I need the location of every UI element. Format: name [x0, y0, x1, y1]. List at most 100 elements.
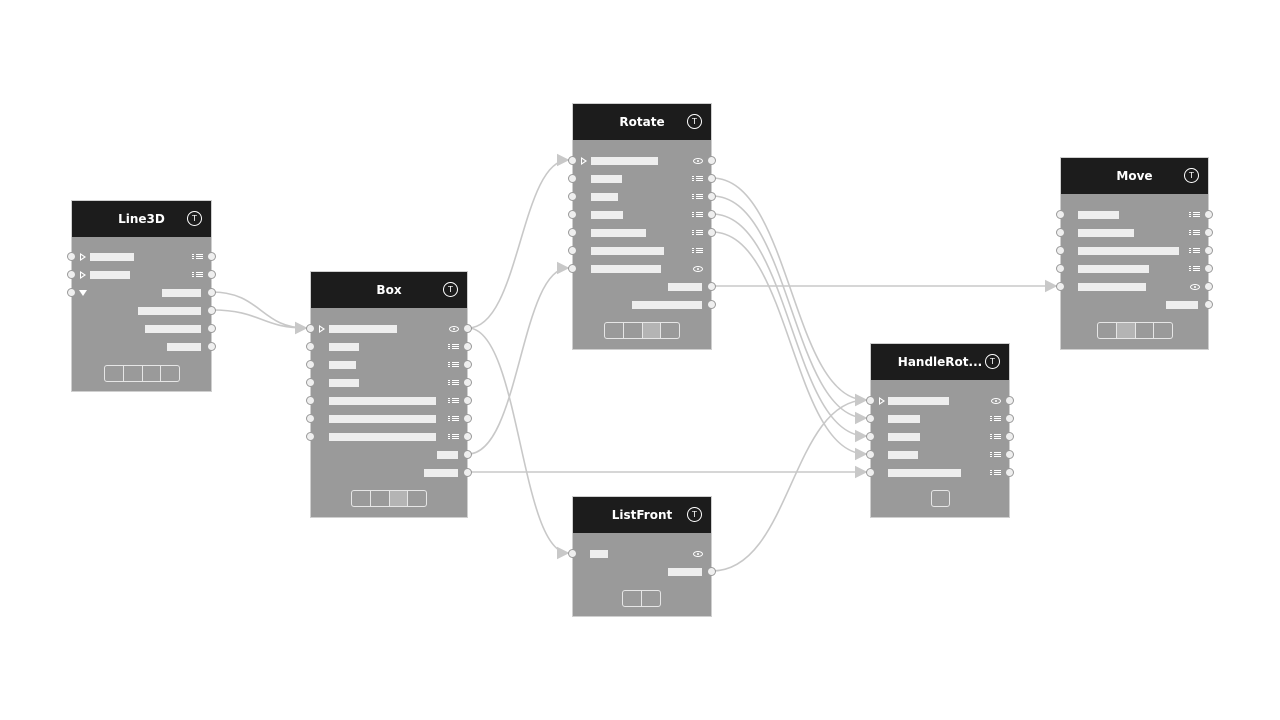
- field-value[interactable]: [1078, 265, 1149, 273]
- output-port[interactable]: [1204, 210, 1213, 219]
- input-port[interactable]: [866, 450, 875, 459]
- input-port[interactable]: [866, 432, 875, 441]
- field-value[interactable]: [888, 469, 961, 477]
- play-icon[interactable]: [581, 157, 587, 165]
- output-port[interactable]: [1204, 300, 1213, 309]
- mode-toggle-group[interactable]: [351, 490, 427, 507]
- input-port[interactable]: [67, 252, 76, 261]
- mode-toggle[interactable]: [105, 366, 124, 381]
- connection-wire[interactable]: [468, 328, 568, 553]
- field-value[interactable]: [591, 211, 623, 219]
- output-port[interactable]: [707, 300, 716, 309]
- input-port[interactable]: [1056, 210, 1065, 219]
- field-value[interactable]: [888, 451, 918, 459]
- output-port[interactable]: [463, 396, 472, 405]
- field-value[interactable]: [888, 433, 920, 441]
- eye-icon[interactable]: [693, 266, 703, 272]
- field-value[interactable]: [591, 175, 622, 183]
- output-port[interactable]: [463, 432, 472, 441]
- mode-toggle[interactable]: [124, 366, 143, 381]
- input-port[interactable]: [1056, 264, 1065, 273]
- output-port[interactable]: [1005, 396, 1014, 405]
- node-header[interactable]: Rotate T: [573, 104, 711, 140]
- field-value[interactable]: [591, 193, 618, 201]
- mode-toggle[interactable]: [642, 591, 660, 606]
- node-box[interactable]: Box T: [310, 271, 468, 518]
- node-header[interactable]: ListFront T: [573, 497, 711, 533]
- output-port[interactable]: [707, 210, 716, 219]
- connection-wire[interactable]: [712, 178, 866, 400]
- node-listfront[interactable]: ListFront T: [572, 496, 712, 617]
- output-port[interactable]: [207, 306, 216, 315]
- output-port[interactable]: [707, 156, 716, 165]
- connection-wire[interactable]: [468, 160, 568, 328]
- node-header[interactable]: Line3D T: [72, 201, 211, 237]
- mode-toggle[interactable]: [352, 491, 371, 506]
- field-value[interactable]: [329, 433, 436, 441]
- field-value[interactable]: [145, 325, 201, 333]
- play-icon[interactable]: [80, 253, 86, 261]
- input-port[interactable]: [67, 270, 76, 279]
- output-port[interactable]: [1204, 246, 1213, 255]
- mode-toggle[interactable]: [390, 491, 409, 506]
- output-port[interactable]: [1204, 228, 1213, 237]
- eye-icon[interactable]: [449, 326, 459, 332]
- input-port[interactable]: [67, 288, 76, 297]
- output-port[interactable]: [463, 378, 472, 387]
- connection-wire[interactable]: [712, 232, 866, 454]
- output-port[interactable]: [707, 282, 716, 291]
- field-value[interactable]: [591, 247, 664, 255]
- mode-toggle-group[interactable]: [622, 590, 661, 607]
- field-value[interactable]: [1166, 301, 1198, 309]
- input-port[interactable]: [306, 396, 315, 405]
- connection-wire[interactable]: [712, 214, 866, 436]
- input-port[interactable]: [866, 396, 875, 405]
- input-port[interactable]: [568, 246, 577, 255]
- dropdown-icon[interactable]: [79, 290, 87, 296]
- mode-toggle[interactable]: [624, 323, 643, 338]
- input-port[interactable]: [866, 414, 875, 423]
- mode-toggle[interactable]: [605, 323, 624, 338]
- eye-icon[interactable]: [1190, 284, 1200, 290]
- field-value[interactable]: [329, 343, 359, 351]
- mode-toggle-group[interactable]: [931, 490, 950, 507]
- input-port[interactable]: [568, 156, 577, 165]
- mode-toggle[interactable]: [1154, 323, 1172, 338]
- type-t-icon[interactable]: T: [687, 507, 702, 522]
- play-icon[interactable]: [879, 397, 885, 405]
- input-port[interactable]: [306, 414, 315, 423]
- field-value[interactable]: [888, 397, 949, 405]
- field-value[interactable]: [668, 283, 702, 291]
- field-value[interactable]: [90, 271, 130, 279]
- mode-toggle[interactable]: [623, 591, 642, 606]
- output-port[interactable]: [463, 414, 472, 423]
- connection-wire[interactable]: [212, 310, 306, 328]
- output-port[interactable]: [463, 468, 472, 477]
- mode-toggle[interactable]: [661, 323, 679, 338]
- output-port[interactable]: [707, 567, 716, 576]
- field-value[interactable]: [632, 301, 702, 309]
- input-port[interactable]: [568, 228, 577, 237]
- eye-icon[interactable]: [693, 551, 703, 557]
- output-port[interactable]: [463, 324, 472, 333]
- field-value[interactable]: [329, 397, 436, 405]
- input-port[interactable]: [306, 432, 315, 441]
- node-line3d[interactable]: Line3D T: [71, 200, 212, 392]
- type-t-icon[interactable]: T: [687, 114, 702, 129]
- output-port[interactable]: [707, 228, 716, 237]
- type-t-icon[interactable]: T: [187, 211, 202, 226]
- play-icon[interactable]: [319, 325, 325, 333]
- field-value[interactable]: [668, 568, 702, 576]
- input-port[interactable]: [568, 264, 577, 273]
- output-port[interactable]: [463, 360, 472, 369]
- type-t-icon[interactable]: T: [1184, 168, 1199, 183]
- node-rotate[interactable]: Rotate T: [572, 103, 712, 350]
- field-value[interactable]: [591, 157, 658, 165]
- output-port[interactable]: [463, 450, 472, 459]
- input-port[interactable]: [568, 174, 577, 183]
- field-value[interactable]: [167, 343, 201, 351]
- input-port[interactable]: [306, 360, 315, 369]
- field-value[interactable]: [329, 325, 397, 333]
- input-port[interactable]: [1056, 228, 1065, 237]
- play-icon[interactable]: [80, 271, 86, 279]
